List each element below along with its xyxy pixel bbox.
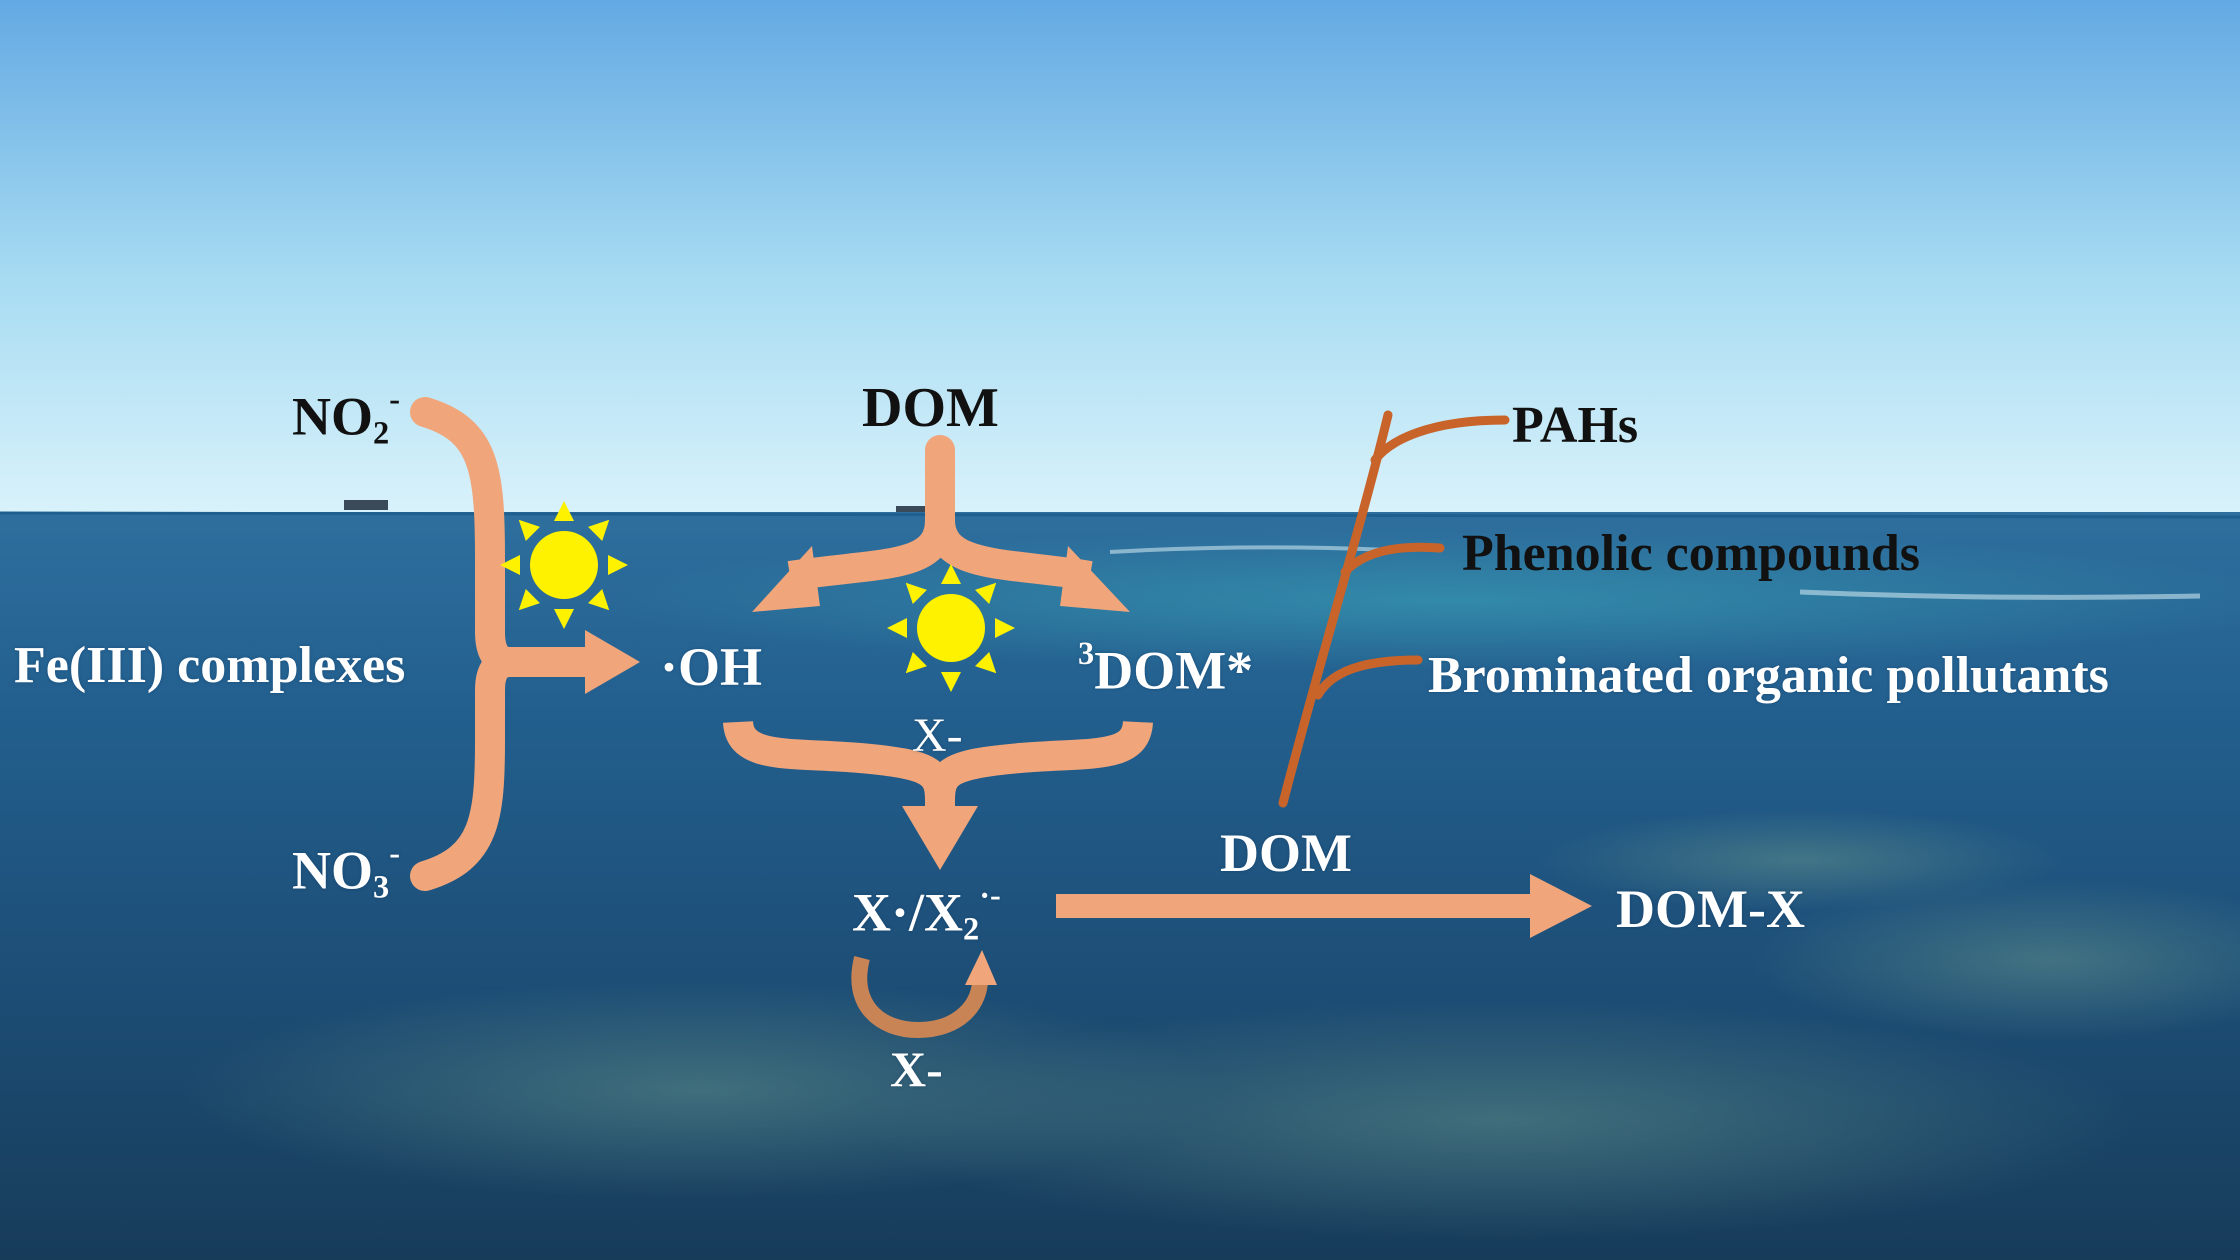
sky <box>0 0 2240 515</box>
wave-crest <box>1799 589 2201 600</box>
label-brominated-pollutants: Brominated organic pollutants <box>1428 647 2109 704</box>
arrowhead <box>752 546 820 612</box>
ship-icon <box>896 506 926 512</box>
merge-arrow <box>723 719 1153 870</box>
label-halide-mid: X- <box>912 709 963 762</box>
merge-right-branch <box>925 719 1153 801</box>
radical-sub: 2 <box>963 911 980 948</box>
radical-main: X·/X <box>852 882 964 943</box>
reef-patch <box>1750 880 2240 1040</box>
no2-main: NO <box>292 386 373 447</box>
sun-disc <box>917 594 985 662</box>
halogenation-arrow <box>1056 874 1592 938</box>
label-pahs: PAHs <box>1512 397 1639 454</box>
triplet-main: DOM* <box>1094 640 1254 701</box>
sun-icon <box>887 564 1015 692</box>
no3-sup: - <box>389 836 400 872</box>
arrowhead <box>902 806 978 870</box>
reef-patch <box>860 1000 2140 1240</box>
cycle-arc <box>851 956 989 1039</box>
label-halogen-radicals: X·/X2·- <box>852 880 1001 946</box>
oh-dot: · <box>660 637 679 697</box>
horizon-line <box>0 511 2240 519</box>
sun-disc <box>530 531 598 599</box>
label-dom-top: DOM <box>862 377 999 439</box>
no2-sup: - <box>389 382 400 418</box>
dom-right-branch <box>925 518 1093 591</box>
reef-patch <box>1540 810 2060 910</box>
arrowhead <box>585 630 640 694</box>
label-triplet-dom: 3DOM* <box>1078 638 1253 697</box>
label-no3: NO3- <box>292 838 400 904</box>
label-phenolic-compounds: Phenolic compounds <box>1462 525 1920 582</box>
arrowhead <box>1530 874 1592 938</box>
label-no2: NO2- <box>292 384 400 450</box>
label-dom-x: DOM-X <box>1616 879 1805 939</box>
sun-icon <box>500 501 628 629</box>
label-fe-complexes: Fe(III) complexes <box>14 637 406 694</box>
label-dom-lower: DOM <box>1220 823 1352 883</box>
label-halide-bottom: X- <box>890 1041 943 1097</box>
label-hydroxyl-radical: ·OH <box>660 640 762 694</box>
dom-split-arrow <box>752 435 1130 612</box>
no3-main: NO <box>292 840 373 901</box>
no2-sub: 2 <box>373 415 390 452</box>
branch-brominated <box>1313 655 1423 700</box>
branch-phenolic <box>1340 542 1445 577</box>
halide-cycle-arrow <box>851 950 997 1039</box>
no3-sub: 3 <box>373 869 390 906</box>
branch-pahs <box>1370 415 1510 465</box>
source-bracket <box>410 397 640 891</box>
dom-pollutant-branches <box>1278 410 1510 808</box>
ship-icon <box>344 500 388 510</box>
triplet-sup: 3 <box>1078 636 1095 672</box>
radical-sup: ·- <box>979 878 1001 914</box>
arrowhead <box>965 950 997 985</box>
oh-main: OH <box>678 637 763 697</box>
arrowhead <box>1060 546 1130 612</box>
